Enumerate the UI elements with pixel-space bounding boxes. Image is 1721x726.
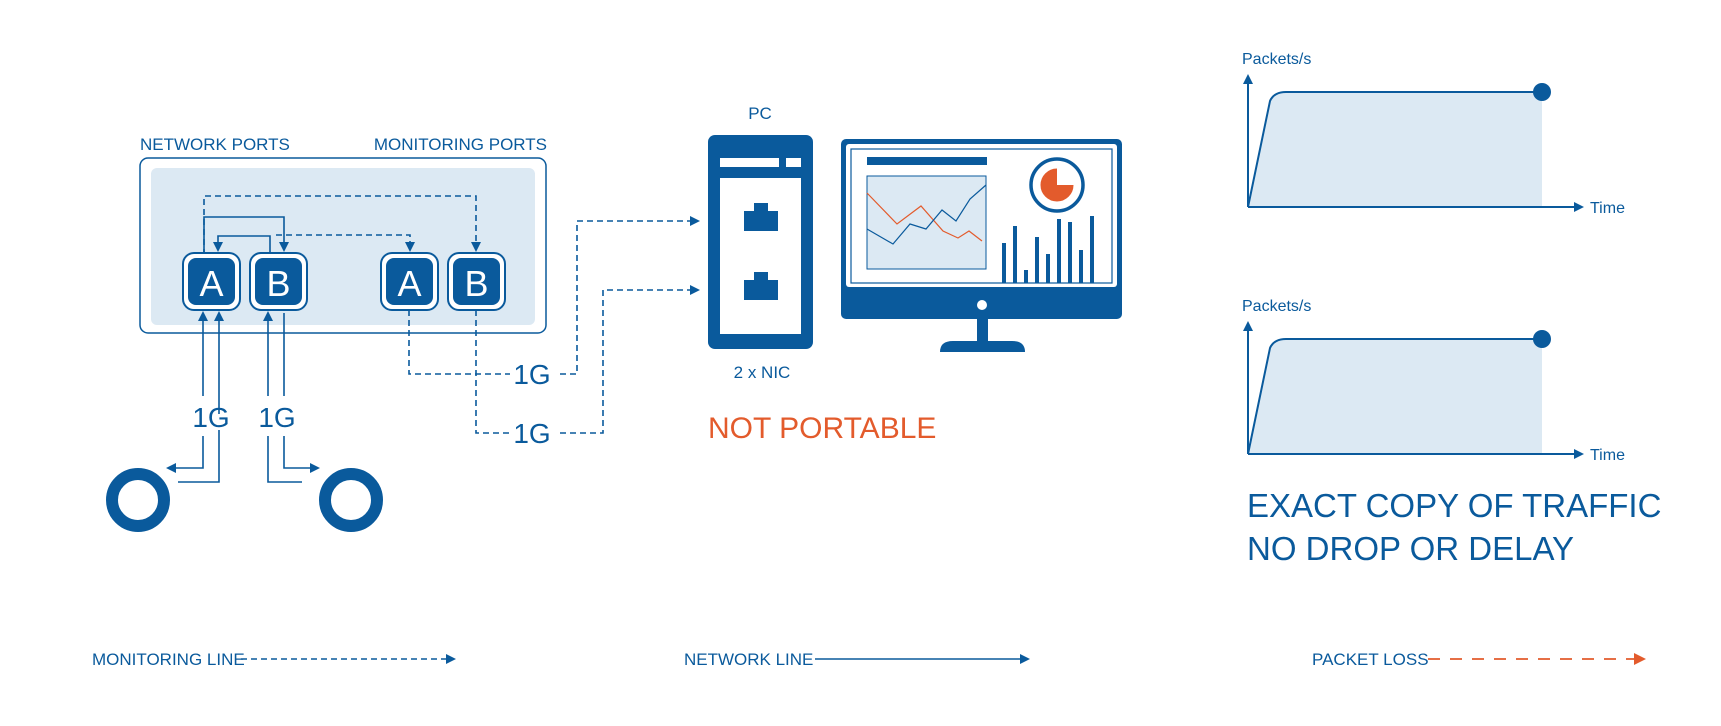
endpoint-left-icon <box>106 468 170 532</box>
graph-xlabel: Time <box>1590 200 1625 217</box>
legend-network-label: NETWORK LINE <box>684 650 813 669</box>
graph-xlabel: Time <box>1590 447 1625 464</box>
port-letter: B <box>266 263 290 304</box>
tap-device: NETWORK PORTS MONITORING PORTS A B <box>139 135 547 334</box>
port-network-b: B <box>249 252 308 311</box>
port-letter: A <box>397 263 421 304</box>
pc-front-panel <box>720 178 801 334</box>
network-ports-label: NETWORK PORTS <box>140 135 290 154</box>
throughput-graph-bottom: Packets/s Time <box>1242 298 1625 464</box>
result-line-1: EXACT COPY OF TRAFFIC <box>1247 487 1661 524</box>
endpoint-right-icon <box>319 468 383 532</box>
port-monitoring-b: B <box>447 252 506 311</box>
network-speed-b: 1G <box>258 402 295 433</box>
network-speed-a: 1G <box>192 402 229 433</box>
graph-end-point <box>1533 83 1551 101</box>
nic-label: 2 x NIC <box>734 363 791 382</box>
internal-network-lines <box>203 216 289 255</box>
monitor-stand <box>940 341 1025 352</box>
network-link-lines <box>166 311 320 483</box>
pc-tower: PC 2 x NIC NOT PORTABLE <box>708 104 936 445</box>
graph-line <box>1247 338 1542 455</box>
monitor-power-dot <box>977 300 987 310</box>
not-portable-status: NOT PORTABLE <box>708 412 936 445</box>
graph-ylabel: Packets/s <box>1242 51 1311 68</box>
monitoring-link-lines <box>408 216 700 434</box>
screen-pie-icon <box>1029 157 1085 213</box>
monitor-speed-a: 1G <box>513 359 550 390</box>
monitoring-ports-label: MONITORING PORTS <box>374 135 547 154</box>
legend-packet-loss-label: PACKET LOSS <box>1312 650 1429 669</box>
internal-monitoring-lines <box>203 195 481 255</box>
screen-bar-chart <box>1002 216 1094 283</box>
graph-area <box>1248 339 1542 454</box>
monitor-display <box>841 139 1122 352</box>
legend: MONITORING LINE NETWORK LINE PACKET LOSS <box>92 650 1646 669</box>
port-monitoring-a: A <box>380 252 439 311</box>
screen-line-chart <box>866 175 987 270</box>
nic-port-icon <box>744 272 778 300</box>
port-letter: A <box>199 263 223 304</box>
port-letter: B <box>464 263 488 304</box>
result-line-2: NO DROP OR DELAY <box>1247 530 1574 567</box>
monitor-speed-b: 1G <box>513 418 550 449</box>
throughput-graph-top: Packets/s Time <box>1242 51 1625 217</box>
port-network-a: A <box>182 252 241 311</box>
screen-header-bar <box>867 157 987 165</box>
graph-ylabel: Packets/s <box>1242 298 1311 315</box>
legend-monitoring-label: MONITORING LINE <box>92 650 245 669</box>
graph-area <box>1248 92 1542 207</box>
graph-end-point <box>1533 330 1551 348</box>
pc-title: PC <box>748 104 772 123</box>
nic-port-icon <box>744 203 778 231</box>
graph-line <box>1247 91 1542 208</box>
